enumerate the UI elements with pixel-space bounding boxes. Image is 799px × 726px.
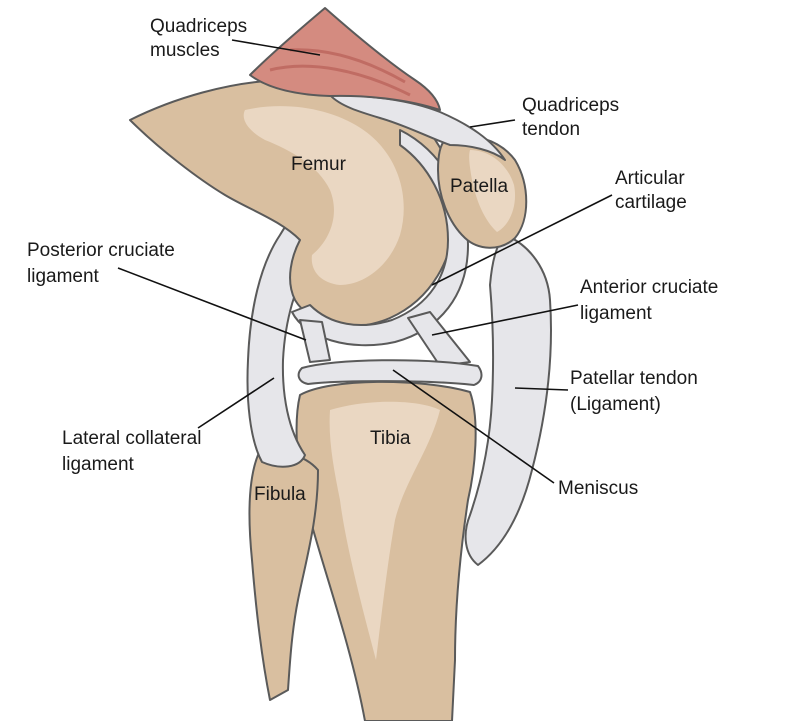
- quadriceps-muscle-striation: [269, 48, 411, 97]
- label-femur: Femur: [291, 154, 347, 175]
- leader-lateral-collateral: [197, 377, 275, 429]
- femur-highlight: [243, 106, 404, 285]
- label-anterior-cruciate: Anterior cruciate ligament: [580, 277, 724, 324]
- quadriceps-tendon-shape: [329, 94, 506, 161]
- label-lateral-collateral: Lateral collateral ligament: [62, 428, 207, 475]
- label-patellar-tendon: Patellar tendon (Ligament): [570, 368, 703, 415]
- patella-highlight: [469, 150, 516, 232]
- label-posterior-cruciate: Posterior cruciate ligament: [27, 240, 180, 287]
- tibia-highlight: [329, 401, 440, 660]
- fibula-bone: [248, 451, 319, 701]
- leader-quadriceps-tendon: [469, 119, 516, 128]
- label-quadriceps-tendon: Quadriceps tendon: [522, 95, 624, 140]
- leader-patellar-tendon: [514, 387, 569, 391]
- leader-anterior-cruciate: [431, 304, 579, 336]
- label-articular-cartilage: Articular cartilage: [615, 168, 690, 213]
- label-quadriceps-muscles: Quadriceps muscles: [150, 16, 252, 61]
- label-fibula: Fibula: [254, 484, 306, 505]
- meniscus-shape: [297, 359, 483, 386]
- leader-quadriceps-muscles: [231, 39, 321, 56]
- anterior-cruciate-ligament-shape: [407, 311, 471, 367]
- posterior-cruciate-ligament-shape: [299, 319, 331, 363]
- leader-posterior-cruciate: [117, 267, 307, 341]
- label-meniscus: Meniscus: [558, 478, 638, 499]
- patellar-tendon-shape: [464, 234, 552, 566]
- label-tibia: Tibia: [370, 428, 411, 449]
- leader-articular-cartilage: [431, 194, 613, 286]
- label-patella: Patella: [450, 176, 509, 197]
- leader-meniscus: [392, 369, 555, 484]
- quadriceps-muscle-shape: [249, 7, 441, 111]
